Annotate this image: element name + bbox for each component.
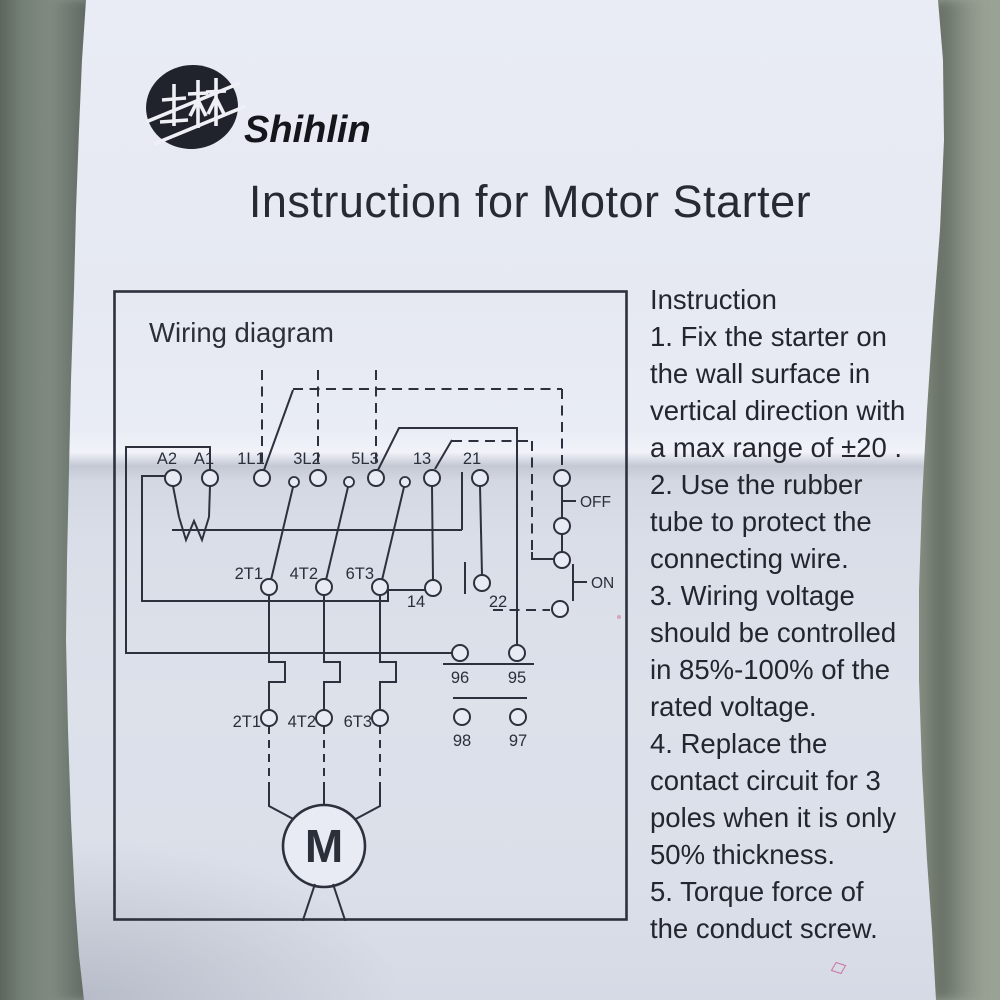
pink-speck — [617, 615, 621, 619]
instruction-line: 50% thickness. — [650, 839, 835, 870]
wiring-diagram: Wiring diagram A2 A1 1L1 3L2 5L3 13 21 2… — [113, 290, 628, 921]
instruction-line: contact circuit for 3 — [650, 765, 881, 796]
terminal-label-2t1-out: 2T1 — [233, 713, 261, 731]
motor-symbol — [281, 803, 367, 921]
terminal-label-13: 13 — [413, 450, 431, 468]
instruction-line: in 85%-100% of the — [650, 654, 891, 685]
terminal-label-21: 21 — [463, 450, 481, 468]
instruction-line: 5. Torque force of — [650, 876, 864, 907]
diagram-border — [113, 290, 628, 921]
instruction-line: poles when it is only — [650, 802, 897, 833]
motor-leads — [268, 726, 381, 822]
instructions-column: Instruction 1. Fix the starter on the wa… — [650, 281, 940, 947]
terminal-label-22: 22 — [489, 593, 507, 611]
instruction-line: 3. Wiring voltage — [650, 580, 855, 611]
instruction-line: the wall surface in — [650, 358, 871, 389]
terminal-label-96: 96 — [451, 669, 469, 687]
terminal-label-a1: A1 — [194, 450, 214, 468]
terminal-label-1l1: 1L1 — [237, 450, 265, 468]
terminal-label-6t3-mid: 6T3 — [346, 565, 374, 583]
instruction-line: vertical direction with — [650, 395, 906, 426]
instructions-heading: Instruction — [650, 284, 777, 315]
instruction-line: 2. Use the rubber — [650, 469, 863, 500]
instruction-line: 1. Fix the starter on — [650, 321, 887, 352]
terminal-label-4t2-mid: 4T2 — [290, 565, 318, 583]
motor-letter: M — [305, 820, 343, 872]
shihlin-logo-icon — [146, 64, 247, 150]
coil-symbol — [178, 516, 210, 543]
instruction-line: tube to protect the — [650, 506, 872, 537]
terminal-label-3l2: 3L2 — [293, 450, 321, 468]
instruction-line: the conduct screw. — [650, 913, 878, 944]
terminal-label-a2: A2 — [157, 450, 177, 468]
terminal-label-6t3-out: 6T3 — [344, 713, 372, 731]
instruction-line: connecting wire. — [650, 543, 849, 574]
on-button-label: ON — [591, 575, 614, 592]
instruction-line: should be controlled — [650, 617, 897, 648]
page-title: Instruction for Motor Starter — [248, 176, 812, 227]
terminal-label-14: 14 — [407, 593, 425, 611]
terminal-label-5l3: 5L3 — [351, 450, 379, 468]
terminal-label-2t1-mid: 2T1 — [235, 565, 263, 583]
terminal-label-95: 95 — [508, 669, 526, 687]
instruction-line: a max range of ±20 . — [650, 432, 903, 463]
brand-name: Shihlin — [244, 109, 371, 151]
terminal-label-98: 98 — [453, 732, 471, 750]
start-stop-buttons — [561, 486, 587, 601]
terminal-label-4t2-out: 4T2 — [288, 713, 316, 731]
terminal-label-97: 97 — [509, 732, 527, 750]
supply-dashed-lines — [261, 370, 563, 611]
shihlin-logo: Shihlin — [146, 64, 371, 151]
overload-heater-2 — [323, 595, 341, 710]
terminal-circles — [164, 469, 571, 727]
instruction-line: 4. Replace the — [650, 728, 828, 759]
diagram-heading: Wiring diagram — [149, 317, 334, 348]
overload-heater-3 — [379, 595, 397, 710]
circuit-wires — [125, 389, 554, 710]
overload-heater-1 — [268, 595, 286, 710]
off-button-label: OFF — [580, 494, 611, 511]
instruction-line: rated voltage. — [650, 691, 817, 722]
